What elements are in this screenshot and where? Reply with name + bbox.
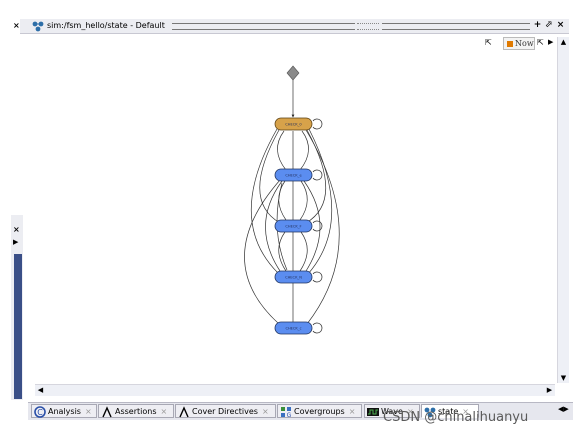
close-icon[interactable]: × (160, 407, 168, 416)
now-marker-icon (507, 41, 513, 47)
window-tabbar: C Analysis× Assertions× Cover Directives… (28, 402, 573, 420)
play-arrow-icon[interactable]: ▶ (548, 38, 554, 46)
title-decoration (172, 23, 355, 30)
self-loop (312, 271, 323, 283)
self-loop (312, 169, 323, 181)
tab-cover-directives[interactable]: Cover Directives× (175, 404, 276, 418)
left-panel (0, 12, 12, 212)
left-panel-scroll (14, 254, 22, 399)
tab-label: Analysis (48, 407, 81, 416)
scroll-right-icon[interactable]: ▶ (546, 386, 553, 394)
close-icon[interactable]: × (462, 407, 469, 416)
state-label: CHECK_F (285, 225, 301, 229)
self-loop (312, 118, 323, 130)
tab-assertions[interactable]: Assertions× (98, 404, 174, 418)
tab-state[interactable]: state× (421, 404, 479, 418)
state-label: CHECK_c (285, 327, 301, 331)
cursor-icon[interactable]: ⇱ (485, 38, 492, 47)
edge (259, 129, 281, 224)
state-node[interactable]: CHECK_N (274, 270, 313, 284)
svg-text:G: G (287, 412, 292, 418)
edge (265, 180, 283, 272)
self-loop (312, 220, 323, 232)
state-node[interactable]: CHECK_e (274, 168, 313, 182)
vertical-scrollbar[interactable]: ▲ ▼ (557, 37, 569, 383)
horizontal-scrollbar[interactable]: ◀ ▶ (35, 384, 555, 396)
undock-icon[interactable]: ⬀ (544, 20, 553, 30)
fsm-state-icon (424, 407, 436, 418)
wave-icon (367, 408, 379, 416)
title-grip[interactable] (357, 23, 379, 30)
assertion-icon (102, 406, 112, 418)
tab-label: Assertions (115, 407, 157, 416)
expand-arrow-icon[interactable]: ▶ (13, 238, 19, 246)
reset-marker-icon (286, 65, 300, 81)
close-icon[interactable]: × (13, 21, 20, 30)
jump-icon[interactable]: ⇱ (537, 38, 544, 47)
close-icon[interactable]: × (261, 407, 269, 416)
state-node[interactable]: CHECK_F (274, 219, 313, 233)
close-icon[interactable]: × (406, 407, 414, 416)
close-icon[interactable]: × (556, 20, 565, 30)
self-loop (312, 322, 323, 334)
tab-scroll-icon[interactable]: ◀▶ (558, 405, 569, 413)
tab-label: state (438, 407, 459, 416)
now-label: Now (515, 39, 534, 48)
edge (303, 180, 321, 272)
edge (307, 128, 333, 275)
cover-directive-icon (179, 406, 189, 418)
edge (278, 180, 287, 221)
state-label: CHECK_e (285, 174, 302, 178)
edge (299, 231, 308, 272)
edge (278, 231, 287, 272)
edge (299, 180, 308, 221)
tab-label: Cover Directives (192, 407, 258, 416)
tab-label: Wave (381, 407, 403, 416)
svg-text:C: C (37, 408, 43, 417)
fsm-state-icon (32, 21, 44, 32)
window-title: sim:/fsm_hello/state - Default (47, 21, 165, 30)
now-button[interactable]: Now (503, 37, 535, 50)
edge (299, 130, 309, 171)
state-label: CHECK_N (285, 276, 302, 280)
edge (277, 130, 287, 171)
title-decoration (382, 23, 530, 30)
close-icon[interactable]: × (13, 225, 20, 234)
edge (251, 128, 279, 274)
covergroup-icon: G (281, 407, 292, 418)
dock-icon[interactable]: + (533, 20, 542, 30)
scroll-down-icon[interactable]: ▼ (560, 374, 567, 382)
window-titlebar: sim:/fsm_hello/state - Default + ⬀ × (20, 19, 569, 34)
edge (305, 129, 340, 325)
state-node-initial[interactable]: CHECK_0 (274, 117, 313, 131)
tab-covergroups[interactable]: G Covergroups× (277, 404, 362, 418)
close-icon[interactable]: × (84, 407, 92, 416)
edge (244, 179, 281, 324)
tab-wave[interactable]: Wave× (364, 404, 420, 418)
tab-analysis[interactable]: C Analysis× (31, 404, 97, 418)
scroll-left-icon[interactable]: ◀ (37, 386, 44, 394)
tab-label: Covergroups (294, 407, 345, 416)
state-label: CHECK_0 (285, 123, 302, 127)
close-icon[interactable]: × (348, 407, 356, 416)
state-node[interactable]: CHECK_c (274, 321, 313, 335)
scroll-up-icon[interactable]: ▲ (560, 38, 567, 46)
analysis-icon: C (34, 406, 46, 418)
watermark: CSDN @chinalihuanyu (383, 410, 529, 425)
